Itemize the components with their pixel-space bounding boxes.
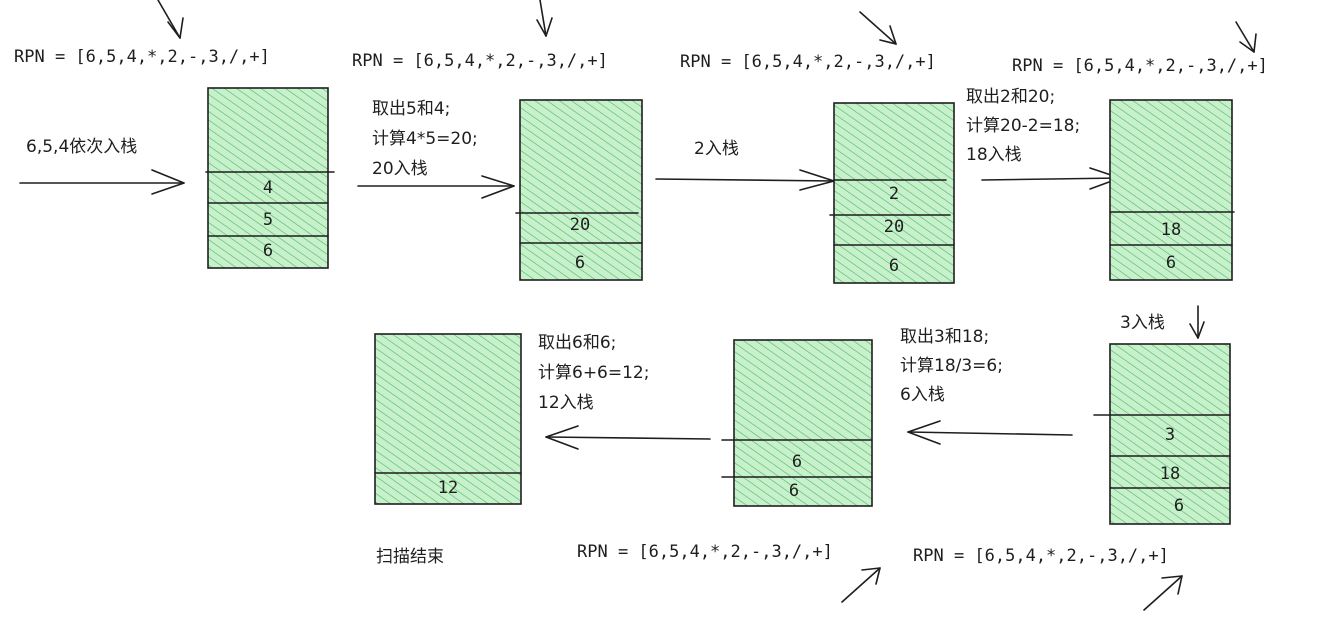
stack-step3-frame xyxy=(833,102,955,284)
stack-step1-frame xyxy=(207,87,329,269)
flow-arrow-7 xyxy=(545,425,711,450)
stack-step3-cell-2: 20 xyxy=(884,217,904,237)
stack-step6: 6 6 xyxy=(721,339,873,507)
pointer-arrow-6 xyxy=(1143,575,1183,611)
stack-step5-cell-2: 18 xyxy=(1160,464,1180,484)
stack-step7-frame xyxy=(374,333,522,505)
pointer-arrow-4 xyxy=(1235,21,1257,53)
rpn-label-6: RPN = [6,5,4,*,2,-,3,/,+] xyxy=(913,546,1169,566)
step4-note-line-1: 取出2和20; xyxy=(966,87,1055,107)
flow-arrow-5 xyxy=(1189,305,1205,339)
stack-step2-cell-2: 6 xyxy=(575,253,585,273)
stack-step3-cell-3: 6 xyxy=(889,256,899,276)
step1-note-line-1: 6,5,4依次入栈 xyxy=(26,137,137,157)
flow-arrow-1 xyxy=(19,169,185,195)
pointer-arrow-2 xyxy=(536,0,553,37)
stack-step7: 12 xyxy=(374,333,522,505)
rpn-label-1: RPN = [6,5,4,*,2,-,3,/,+] xyxy=(14,47,270,67)
stack-step1-cell-2: 5 xyxy=(263,210,273,230)
rpn-label-2: RPN = [6,5,4,*,2,-,3,/,+] xyxy=(352,51,608,71)
stack-step3-cell-1: 2 xyxy=(889,184,899,204)
rpn-label-4: RPN = [6,5,4,*,2,-,3,/,+] xyxy=(1012,56,1268,76)
stack-step4-cell-1: 18 xyxy=(1161,220,1181,240)
stack-step5-cell-3: 6 xyxy=(1174,496,1184,516)
stack-step5-cell-1: 3 xyxy=(1165,425,1175,445)
stack-step6-cell-1: 6 xyxy=(792,452,802,472)
rpn-label-3: RPN = [6,5,4,*,2,-,3,/,+] xyxy=(680,52,936,72)
stack-step4-cell-2: 6 xyxy=(1166,253,1176,273)
flow-arrow-4 xyxy=(981,167,1121,190)
stack-step4-frame xyxy=(1109,99,1233,281)
step7-note-line-3: 12入栈 xyxy=(538,393,594,413)
step7-note-line-2: 计算6+6=12; xyxy=(538,363,649,383)
flow-arrow-3 xyxy=(655,169,835,191)
step4-note-line-2: 计算20-2=18; xyxy=(966,116,1080,136)
step6-note-line-3: 6入栈 xyxy=(900,385,945,405)
stack-step6-cell-2: 6 xyxy=(789,481,799,501)
step3-note-line-1: 2入栈 xyxy=(694,139,739,159)
stack-step1-cell-3: 6 xyxy=(263,241,273,261)
pointer-arrow-5 xyxy=(841,567,881,603)
rpn-label-5: RPN = [6,5,4,*,2,-,3,/,+] xyxy=(577,542,833,562)
pointer-arrow-3 xyxy=(859,11,897,45)
pointer-arrow-1 xyxy=(157,0,184,39)
flow-arrow-6 xyxy=(907,420,1073,445)
stack-step4: 18 6 xyxy=(1109,99,1235,281)
end-label: 扫描结束 xyxy=(376,547,444,567)
stack-step7-cell-1: 12 xyxy=(438,478,458,498)
stack-step1-cell-1: 4 xyxy=(263,178,273,198)
stack-step2-frame xyxy=(519,99,643,281)
step6-note-line-2: 计算18/3=6; xyxy=(900,356,1003,376)
step4-note-line-3: 18入栈 xyxy=(966,145,1022,165)
stack-step2: 20 6 xyxy=(515,99,643,281)
step2-note-line-1: 取出5和4; xyxy=(372,99,450,119)
stack-step2-cell-1: 20 xyxy=(570,215,590,235)
step2-note-line-2: 计算4*5=20; xyxy=(372,129,478,149)
stack-step5-frame xyxy=(1109,343,1231,525)
stack-step3: 2 20 6 xyxy=(829,102,955,284)
step6-note-line-1: 取出3和18; xyxy=(900,327,989,347)
step2-note-line-3: 20入栈 xyxy=(372,159,428,179)
stack-step6-frame xyxy=(733,339,873,507)
step7-note-line-1: 取出6和6; xyxy=(538,333,616,353)
stack-step5: 3 18 6 xyxy=(1093,343,1231,525)
flow-arrow-2 xyxy=(357,175,515,199)
stack-step1: 4 5 6 xyxy=(205,87,335,269)
step5-note-line-1: 3入栈 xyxy=(1120,313,1165,333)
